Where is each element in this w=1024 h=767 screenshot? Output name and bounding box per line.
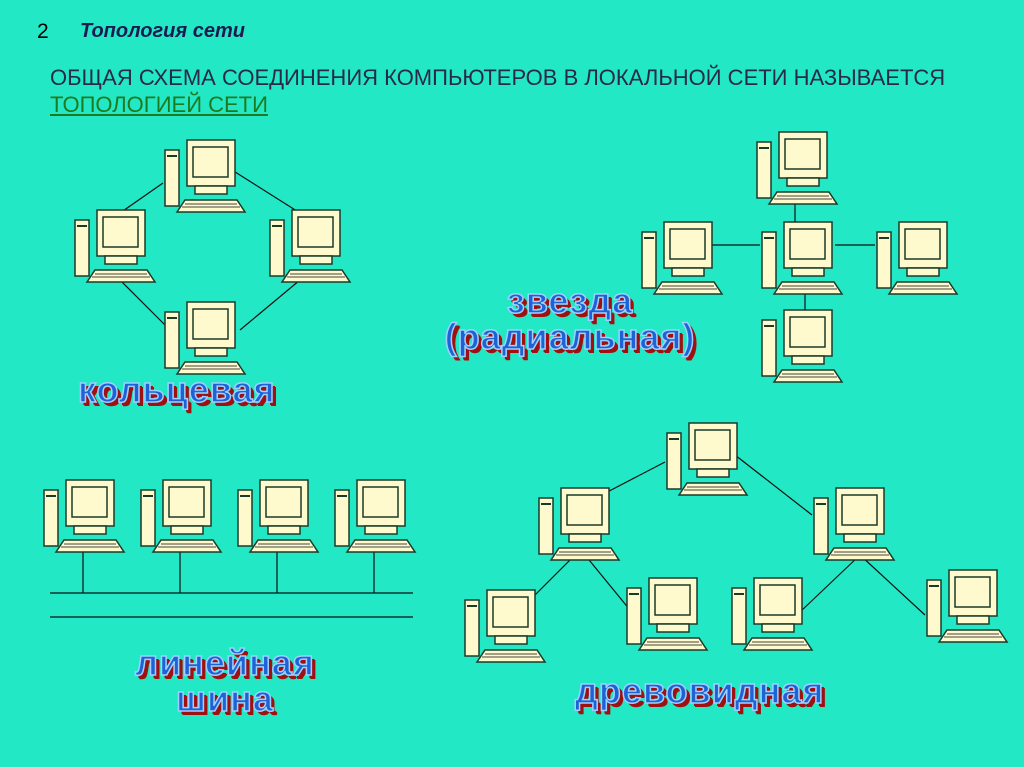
tree-computer-icon <box>538 487 620 561</box>
star-computer-icon <box>761 221 843 295</box>
network-cable <box>239 279 301 331</box>
tree-label: древовидная <box>574 670 825 711</box>
topology-link[interactable]: топологией сети <box>50 92 268 117</box>
tree-computer-icon <box>464 589 546 663</box>
bus-computer-icon <box>140 479 222 553</box>
network-cable <box>119 182 164 214</box>
slide-number: 2 <box>37 20 49 43</box>
ring-label: кольцевая <box>77 369 276 410</box>
network-cable <box>117 277 166 326</box>
tree-computer-icon <box>813 487 895 561</box>
ring-computer-icon <box>164 301 246 375</box>
ring-computer-icon <box>164 139 246 213</box>
tree-computer-icon <box>666 422 748 496</box>
tree-computer-icon <box>926 569 1008 643</box>
ring-computer-icon <box>74 209 156 283</box>
star-computer-icon <box>761 309 843 383</box>
slide-title: Топология сети <box>80 20 245 42</box>
network-cable <box>231 169 301 214</box>
bus-label: линейная шина <box>134 642 315 719</box>
definition-text: Общая схема соединения компьютеров в лок… <box>50 65 946 117</box>
star-computer-icon <box>756 131 838 205</box>
bus-computer-icon <box>237 479 319 553</box>
network-cable <box>799 554 861 613</box>
star-computer-icon <box>876 221 958 295</box>
network-cable <box>584 554 631 611</box>
star-label: звезда (радиальная) <box>444 280 696 357</box>
network-cable <box>529 554 576 601</box>
network-cable <box>859 554 926 616</box>
bus-computer-icon <box>43 479 125 553</box>
network-cable <box>734 454 813 516</box>
ring-computer-icon <box>269 209 351 283</box>
tree-computer-icon <box>731 577 813 651</box>
bus-computer-icon <box>334 479 416 553</box>
tree-computer-icon <box>626 577 708 651</box>
